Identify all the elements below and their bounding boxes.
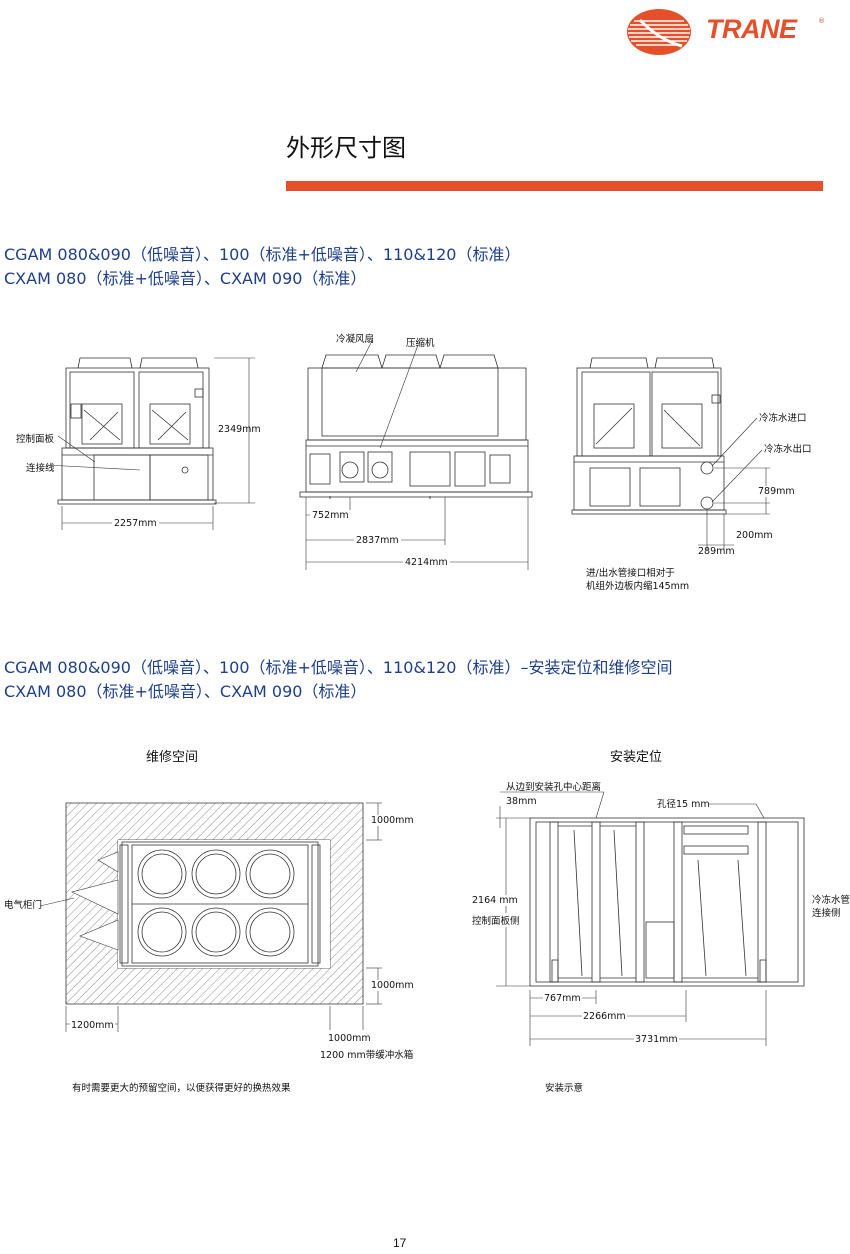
dim-install-38: 38mm: [506, 796, 537, 807]
dim-side-2837: 2837mm: [354, 535, 401, 546]
label-control-panel: 控制面板: [16, 434, 55, 445]
dim-side-4214: 4214mm: [403, 557, 450, 568]
label-condenser-fan: 冷凝风扇: [336, 334, 375, 345]
label-water-outlet: 冷冻水出口: [764, 444, 812, 455]
page-number: 17: [393, 1236, 407, 1250]
page-title: 外形尺寸图: [286, 134, 406, 162]
label-cabinet-door: 电气柜门: [4, 900, 43, 911]
service-title: 维修空间: [146, 750, 199, 765]
dim-rear-289: 289mm: [698, 546, 735, 557]
dim-install-767: 767mm: [543, 993, 582, 1004]
label-compressor: 压缩机: [406, 338, 435, 349]
install-title: 安装定位: [610, 750, 663, 765]
brand-logo-text: TRANE: [706, 14, 797, 44]
label-edge-to-hole: 从边到安装孔中心距离: [506, 782, 602, 793]
section1-heading-line1: CGAM 080&090（低噪音）、100（标准+低噪音）、110&120（标准…: [4, 245, 521, 264]
dim-install-2266: 2266mm: [582, 1011, 627, 1022]
label-water-side-1: 冷冻水管: [812, 895, 850, 906]
label-water-side-2: 连接侧: [812, 908, 841, 919]
dim-service-right: 1000mm: [328, 1033, 371, 1044]
dim-service-top: 1000mm: [370, 815, 415, 826]
label-water-inlet: 冷冻水进口: [759, 413, 807, 424]
title-accent-bar: [286, 181, 823, 191]
section2-heading-line1: CGAM 080&090（低噪音）、100（标准+低噪音）、110&120（标准…: [4, 658, 673, 677]
dim-rear-789: 789mm: [756, 486, 797, 497]
label-wiring: 连接线: [26, 463, 55, 474]
dim-front-height: 2349mm: [218, 424, 261, 435]
section1-heading-line2: CXAM 080（标准+低噪音）、CXAM 090（标准）: [4, 269, 367, 288]
section2-heading-line2: CXAM 080（标准+低噪音）、CXAM 090（标准）: [4, 682, 367, 701]
dim-front-width: 2257mm: [112, 518, 159, 529]
label-buffer-tank: 1200 mm带缓冲水箱: [320, 1050, 414, 1061]
registered-mark: ®: [818, 17, 825, 25]
label-panel-side: 控制面板侧: [472, 913, 520, 927]
dim-install-3731: 3731mm: [634, 1034, 679, 1045]
install-caption: 安装示意: [545, 1083, 584, 1094]
service-note: 有时需要更大的预留空间，以便获得更好的换热效果: [72, 1083, 291, 1094]
dim-rear-200: 200mm: [736, 530, 773, 541]
label-hole-diameter: 孔径15 mm: [657, 799, 710, 810]
dim-service-left: 1200mm: [70, 1020, 115, 1031]
rear-note-line1: 进/出水管接口相对于: [586, 568, 675, 579]
dim-side-752: 752mm: [310, 510, 351, 521]
trane-logo-mark: [627, 9, 691, 55]
rear-note-line2: 机组外边板内缩145mm: [586, 581, 690, 592]
dim-service-bottom: 1000mm: [370, 980, 415, 991]
dim-install-2164: 2164 mm: [472, 895, 518, 906]
